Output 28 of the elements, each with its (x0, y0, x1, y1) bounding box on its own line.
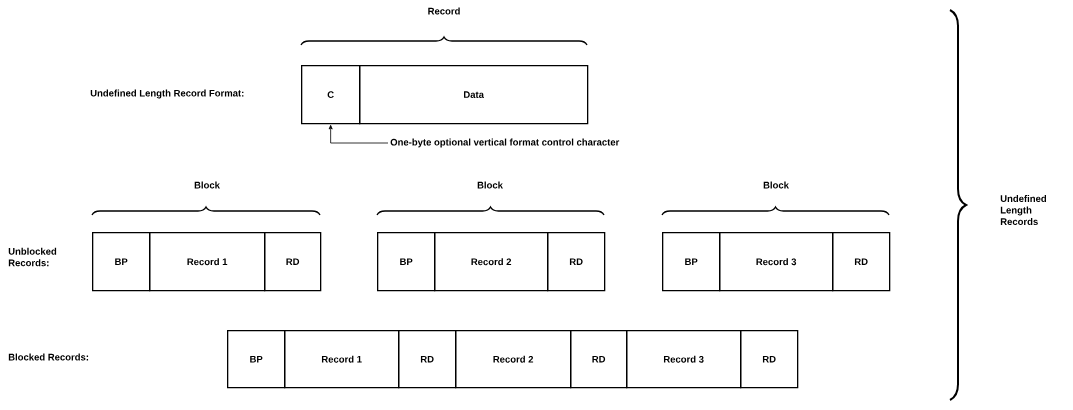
record-cell: RD (740, 330, 799, 389)
record-cell: RD (832, 232, 891, 292)
label: Undefined Length Records (1000, 195, 1047, 225)
record-cell: RD (264, 232, 322, 292)
leader-line (328, 124, 389, 144)
record-cell: C (301, 65, 361, 125)
record-cell: Record 1 (284, 330, 400, 389)
record-cell: Record 3 (626, 330, 742, 389)
record-cell: BP (662, 232, 721, 292)
record-cell: RD (570, 330, 628, 389)
label: Blocked Records: (8, 353, 89, 361)
label: Block (477, 181, 503, 189)
record-cell: Data (359, 65, 589, 125)
label: Unblocked Records: (8, 247, 57, 267)
record-cell: Record 2 (455, 330, 572, 389)
record-cell: BP (92, 232, 151, 292)
record-cell: Record 3 (719, 232, 834, 292)
record-cell: BP (377, 232, 436, 292)
record-cell: Record 2 (434, 232, 549, 292)
label: Undefined Length Record Format: (90, 89, 244, 99)
label: Block (194, 181, 220, 189)
record-cell: RD (398, 330, 457, 389)
label: Record (428, 7, 460, 15)
record-cell: Record 1 (149, 232, 266, 292)
record-cell: BP (227, 330, 286, 389)
annotation-text: One-byte optional vertical format control character (390, 138, 620, 148)
record-cell: RD (547, 232, 606, 292)
label: Block (763, 181, 789, 189)
